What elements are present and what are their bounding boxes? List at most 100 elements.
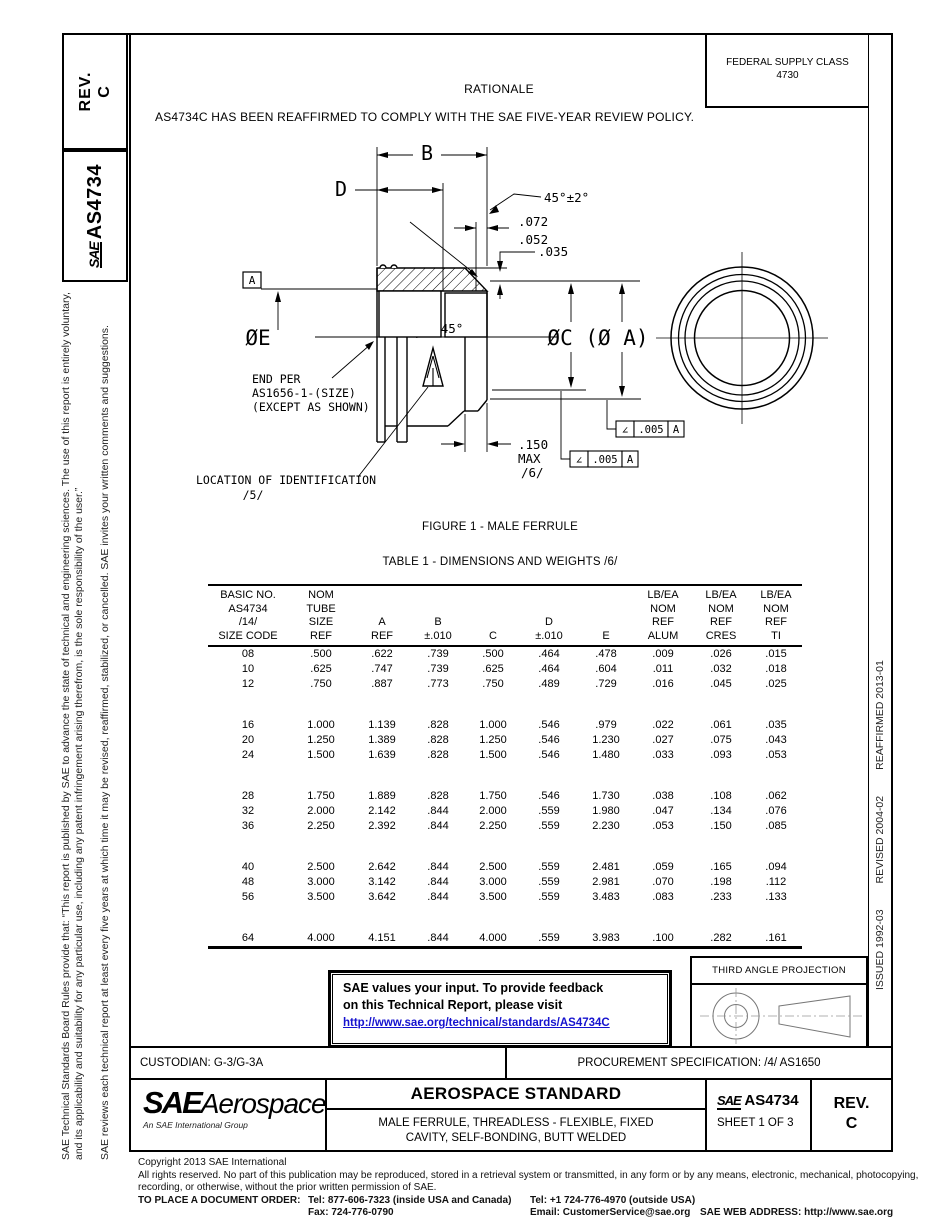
table-column-header: E <box>578 585 634 647</box>
table-column-header: LB/EA NOM REF TI <box>750 585 802 647</box>
dim-150-label: .150 <box>518 437 548 452</box>
email-address: Email: CustomerService@sae.org <box>530 1207 691 1218</box>
table-cell: 1.750 <box>307 790 335 802</box>
table-cell: .773 <box>427 678 449 690</box>
table-cell: 1.480 <box>592 749 620 761</box>
table-cell: .478 <box>595 648 617 660</box>
doc-number-box: SAE AS4734 <box>62 150 128 282</box>
table-cell: .033 <box>652 749 674 761</box>
table-cell: .016 <box>652 678 674 690</box>
table-cell: 24 <box>241 749 255 761</box>
table-cell: .625 <box>482 663 504 675</box>
table-column-header: D ±.010 <box>520 585 578 647</box>
table-column-header: BASIC NO. AS4734 /14/ SIZE CODE <box>208 585 288 647</box>
technical-drawing: B D 45°±2° .072 .052 .035 A ØE ØC (Ø A) … <box>196 141 828 502</box>
table-cell: .500 <box>310 648 332 660</box>
table-cell: .747 <box>371 663 393 675</box>
table-cell: .026 <box>710 648 732 660</box>
feedback-box: SAE values your input. To provide feedba… <box>328 970 672 1048</box>
logo-subtitle: An SAE International Group <box>143 1120 248 1130</box>
copyright-footer: Copyright 2013 SAE International All rig… <box>138 1157 938 1220</box>
sae-aerospace-logo: SAEAerospace An SAE International Group <box>129 1078 327 1152</box>
end-per-line2: AS1656-1-(SIZE) <box>252 386 356 400</box>
table-cell: 4.151 <box>368 932 396 944</box>
table-column-header: LB/EA NOM REF ALUM <box>634 585 692 647</box>
sae-logo: SAE <box>143 1085 203 1120</box>
table-cell: .559 <box>538 891 560 903</box>
table-cell: .625 <box>310 663 332 675</box>
table-cell: .161 <box>765 932 787 944</box>
table-caption: TABLE 1 - DIMENSIONS AND WEIGHTS /6/ <box>382 556 618 568</box>
table-cell: 64 <box>241 932 255 944</box>
table-cell: 1.639 <box>368 749 396 761</box>
table-cell: 2.000 <box>307 805 335 817</box>
fcf2-symbol: ∠ <box>576 454 583 467</box>
end-per-line1: END PER <box>252 372 301 386</box>
table-cell: 1.980 <box>592 805 620 817</box>
table-cell: .828 <box>427 749 449 761</box>
angle-tolerance-label: 45°±2° <box>544 190 589 205</box>
dia-c-label: ØC (Ø A) <box>547 326 648 350</box>
standard-title-cell: AEROSPACE STANDARD MALE FERRULE, THREADL… <box>325 1078 707 1152</box>
table-cell: .070 <box>652 876 674 888</box>
table-row: 10.625.747.739.625.464.604.011.032.018 <box>208 662 802 677</box>
federal-supply-class-box: FEDERAL SUPPLY CLASS 4730 <box>705 35 868 108</box>
feedback-link[interactable]: http://www.sae.org/technical/standards/A… <box>343 1017 610 1029</box>
table-cell: 3.483 <box>592 891 620 903</box>
table-cell: 2.500 <box>307 861 335 873</box>
feedback-line2: on this Technical Report, please visit <box>343 998 563 1012</box>
frame-left <box>129 33 131 1048</box>
table-cell: .011 <box>652 663 674 675</box>
doc-number: AS4734 <box>83 163 106 240</box>
table-cell: .828 <box>427 719 449 731</box>
table-cell: 3.642 <box>368 891 396 903</box>
table-cell: .018 <box>765 663 787 675</box>
fax-number: Fax: 724-776-0790 <box>308 1207 394 1218</box>
frame-right-inner <box>868 33 869 1048</box>
dia-e-label: ØE <box>245 326 270 350</box>
table-cell: .009 <box>652 648 674 660</box>
table-cell: .604 <box>595 663 617 675</box>
table-cell: 1.230 <box>592 734 620 746</box>
datum-a-label: A <box>249 274 256 287</box>
table-cell: .053 <box>765 749 787 761</box>
dim-150-note: /6/ <box>521 465 544 480</box>
table-cell: .083 <box>652 891 674 903</box>
table-cell: 48 <box>241 876 255 888</box>
table-cell: .546 <box>538 790 560 802</box>
table-cell: 12 <box>241 678 255 690</box>
table-cell: 1.500 <box>307 749 335 761</box>
table-cell: 1.389 <box>368 734 396 746</box>
table-row: 08.500.622.739.500.464.478.009.026.015 <box>208 646 802 662</box>
rev-value: C <box>96 85 113 98</box>
issued-date: ISSUED 1992-03 <box>874 909 886 990</box>
table-cell: 1.000 <box>307 719 335 731</box>
table-cell: 4.000 <box>479 932 507 944</box>
table-cell: .100 <box>652 932 674 944</box>
revised-date: REVISED 2004-02 <box>874 795 886 884</box>
tel-inside: Tel: 877-606-7323 (inside USA and Canada… <box>308 1194 512 1206</box>
table-cell: .844 <box>427 805 449 817</box>
web-address: SAE WEB ADDRESS: http://www.sae.org <box>700 1207 894 1218</box>
table-cell: .022 <box>652 719 674 731</box>
table-cell: 1.139 <box>368 719 396 731</box>
revision-value: C <box>845 1115 858 1132</box>
table-cell: 2.230 <box>592 820 620 832</box>
table-cell: .035 <box>765 719 787 731</box>
table-cell: .844 <box>427 861 449 873</box>
table-cell: .887 <box>371 678 393 690</box>
dim-072-label: .072 <box>518 214 548 229</box>
feedback-line1: SAE values your input. To provide feedba… <box>343 981 604 995</box>
order-label: TO PLACE A DOCUMENT ORDER: <box>138 1194 301 1206</box>
table-cell: 56 <box>241 891 255 903</box>
fcf2-value: .005 <box>592 454 617 466</box>
table-cell: .844 <box>427 820 449 832</box>
standard-type: AEROSPACE STANDARD <box>327 1080 705 1110</box>
table-cell: .038 <box>652 790 674 802</box>
legal-paragraph-2: SAE reviews each technical report at lea… <box>99 325 111 1160</box>
table-cell: 2.000 <box>479 805 507 817</box>
